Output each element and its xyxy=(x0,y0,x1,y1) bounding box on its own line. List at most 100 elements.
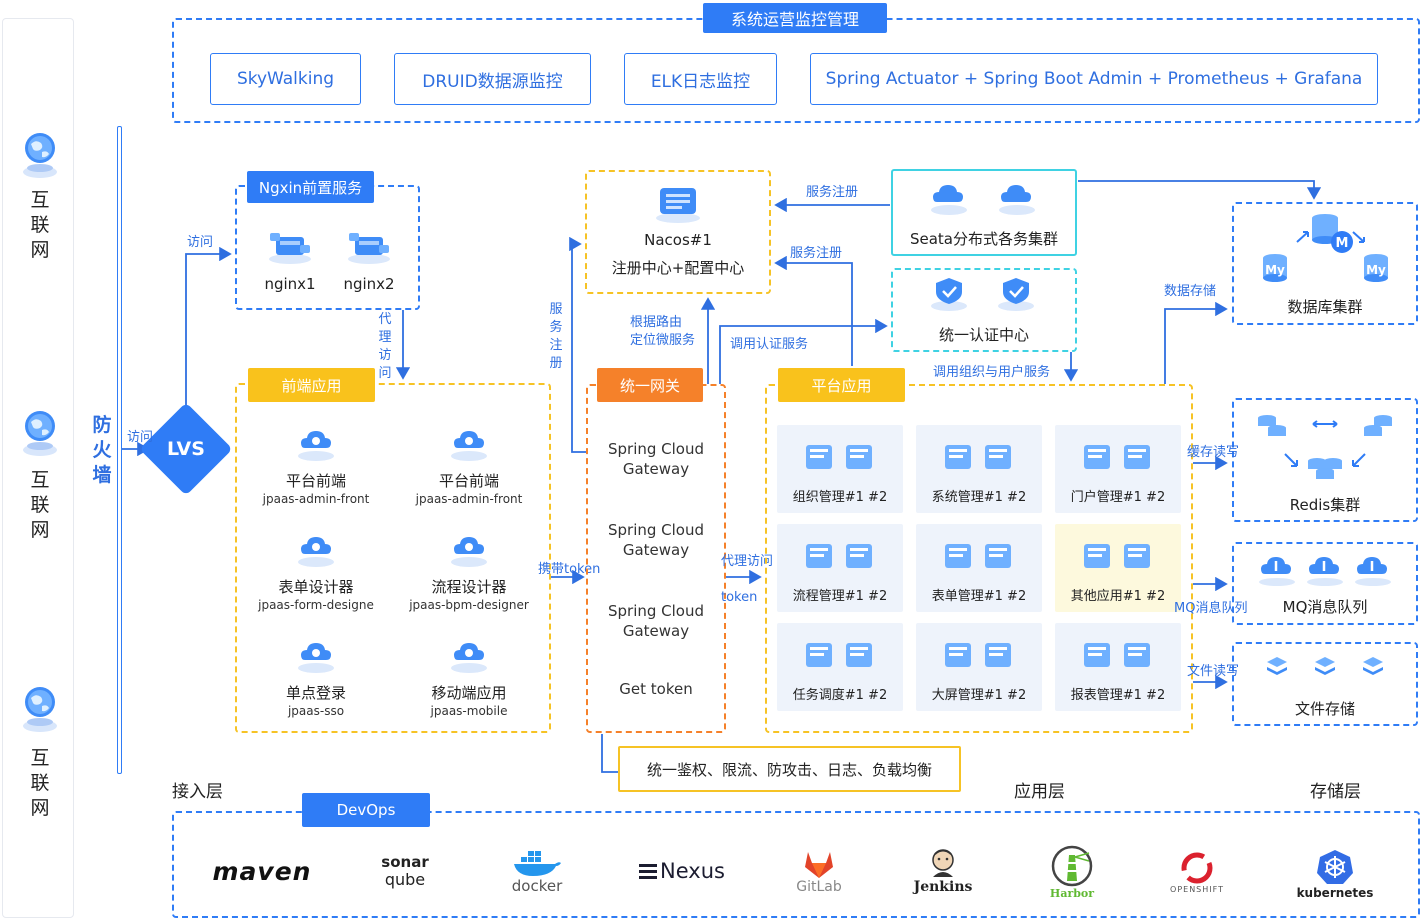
frontend-app: 平台前端 jpaas-admin-front xyxy=(246,424,386,514)
auth-name: 统一认证中心 xyxy=(891,324,1077,345)
auth-call-label: 调用认证服务 xyxy=(730,333,808,352)
platform-service-cell: 门户管理#1 #2 xyxy=(1055,425,1181,513)
cloud-app-icon xyxy=(448,424,490,462)
frontend-app-code: jpaas-form-designe xyxy=(246,598,386,612)
frontend-app-code: jpaas-bpm-designer xyxy=(399,598,539,612)
jenkins-logo: Jenkins xyxy=(905,846,981,898)
nginx-title: Ngxin前置服务 xyxy=(247,171,374,203)
db-block: M My My 数据库集群 xyxy=(1232,202,1418,325)
db-slave-label: My xyxy=(1366,263,1386,277)
org-user-label: 调用组织与用户服务 xyxy=(933,361,1050,380)
layer-storage: 存储层 xyxy=(1310,777,1361,802)
gateway-get-token: Get token xyxy=(586,679,726,699)
platform-service-name: 报表管理#1 #2 xyxy=(1055,684,1181,703)
gitlab-logo-text: GitLab xyxy=(796,879,842,895)
kubernetes-logo: kubernetes xyxy=(1295,846,1375,902)
frontend-app: 表单设计器 jpaas-form-designe xyxy=(246,530,386,620)
db-name: 数据库集群 xyxy=(1232,296,1418,317)
platform-service-name: 流程管理#1 #2 xyxy=(777,585,903,604)
gateway-item-line1: Spring Cloud xyxy=(586,520,726,540)
gateway-token-label: token xyxy=(721,590,757,605)
database-cluster-icon: M My My xyxy=(1250,208,1400,288)
doc-service-icon xyxy=(800,536,880,576)
db-master-label: M xyxy=(1336,236,1349,251)
gitlab-fox-icon xyxy=(802,849,836,879)
platform-service-name: 其他应用#1 #2 xyxy=(1055,585,1181,604)
monitoring-title: 系统运营监控管理 xyxy=(703,3,887,33)
frontend-app-name: 流程设计器 xyxy=(399,576,539,597)
cloud-cluster-icon xyxy=(927,178,971,216)
nginx-visit-label: 访问 xyxy=(187,231,213,250)
frontend-app: 单点登录 jpaas-sso xyxy=(246,636,386,726)
devops-title: DevOps xyxy=(302,793,430,827)
platform-service-cell: 大屏管理#1 #2 xyxy=(916,623,1042,711)
db-label: 数据存储 xyxy=(1164,280,1216,299)
cloud-app-icon xyxy=(295,636,337,674)
gitlab-logo: GitLab xyxy=(787,846,851,898)
qube-logo-text: qube xyxy=(385,871,425,889)
doc-service-icon xyxy=(1078,635,1158,675)
frontend-app-code: jpaas-mobile xyxy=(399,704,539,718)
nginx-proxy-label: 代理访问 xyxy=(378,311,392,383)
shield-icon xyxy=(995,274,1037,312)
nginx-node-label: nginx1 xyxy=(264,275,315,293)
frontend-app-name: 平台前端 xyxy=(399,470,539,491)
nginx-node-label: nginx2 xyxy=(343,275,394,293)
jenkins-butler-icon xyxy=(930,849,956,879)
platform-service-name: 门户管理#1 #2 xyxy=(1055,486,1181,505)
doc-service-icon xyxy=(800,437,880,477)
mq-cluster-icon xyxy=(1255,548,1395,588)
frontend-app-code: jpaas-admin-front xyxy=(399,492,539,506)
nexus-icon xyxy=(639,862,657,880)
doc-service-icon xyxy=(800,635,880,675)
cloud-app-icon xyxy=(295,530,337,568)
seata-register-label: 服务注册 xyxy=(806,181,858,200)
platform-service-cell: 任务调度#1 #2 xyxy=(777,623,903,711)
openshift-ring-icon xyxy=(1179,851,1215,885)
monitor-item-elk: ELK日志监控 xyxy=(624,53,777,105)
frontend-app-code: jpaas-admin-front xyxy=(246,492,386,506)
docker-whale-icon xyxy=(511,849,563,877)
gateway-item-line2: Gateway xyxy=(586,621,726,641)
cloud-cluster-icon xyxy=(995,178,1039,216)
platform-title: 平台应用 xyxy=(778,368,905,402)
harbor-logo-text: Harbor xyxy=(1050,887,1094,900)
frontend-app-name: 平台前端 xyxy=(246,470,386,491)
platform-service-name: 表单管理#1 #2 xyxy=(916,585,1042,604)
mq-block: MQ消息队列 xyxy=(1232,542,1418,625)
platform-service-cell: 系统管理#1 #2 xyxy=(916,425,1042,513)
doc-service-icon xyxy=(939,536,1019,576)
route-label-2: 定位微服务 xyxy=(630,329,695,348)
platform-service-cell: 报表管理#1 #2 xyxy=(1055,623,1181,711)
sonarqube-logo: sonar qube xyxy=(370,846,440,896)
openshift-logo: OPENSHIFT xyxy=(1165,846,1229,898)
layer-app: 应用层 xyxy=(1014,777,1065,802)
server-icon xyxy=(345,229,393,265)
seata-name: Seata分布式各务集群 xyxy=(891,228,1077,249)
layer-access: 接入层 xyxy=(172,777,223,802)
db-slave-label: My xyxy=(1265,263,1285,277)
lvs-label: LVS xyxy=(153,438,219,460)
server-icon xyxy=(266,229,314,265)
redis-label: 缓存读写 xyxy=(1187,441,1239,460)
frontend-app-name: 表单设计器 xyxy=(246,576,386,597)
platform-service-name: 组织管理#1 #2 xyxy=(777,486,903,505)
doc-service-icon xyxy=(1078,437,1158,477)
auth-block: 统一认证中心 xyxy=(891,274,1077,350)
nexus-logo-text: Nexus xyxy=(660,859,725,883)
harbor-lighthouse-icon xyxy=(1051,845,1093,887)
mq-label: MQ消息队列 xyxy=(1174,597,1247,616)
lvs-visit-label: 访问 xyxy=(127,426,153,445)
platform-service-cell: 组织管理#1 #2 xyxy=(777,425,903,513)
platform-service-cell: 表单管理#1 #2 xyxy=(916,524,1042,612)
monitor-item-druid: DRUID数据源监控 xyxy=(394,53,591,105)
redis-cluster-icon xyxy=(1245,406,1405,486)
harbor-logo: Harbor xyxy=(1046,843,1098,901)
monitor-item-spring: Spring Actuator + Spring Boot Admin + Pr… xyxy=(810,53,1378,105)
mq-name: MQ消息队列 xyxy=(1232,596,1418,617)
redis-name: Redis集群 xyxy=(1232,494,1418,515)
registry-icon xyxy=(652,182,704,224)
docker-logo: docker xyxy=(505,846,569,898)
kubernetes-logo-text: kubernetes xyxy=(1297,886,1374,900)
file-storage-icon xyxy=(1255,648,1395,688)
